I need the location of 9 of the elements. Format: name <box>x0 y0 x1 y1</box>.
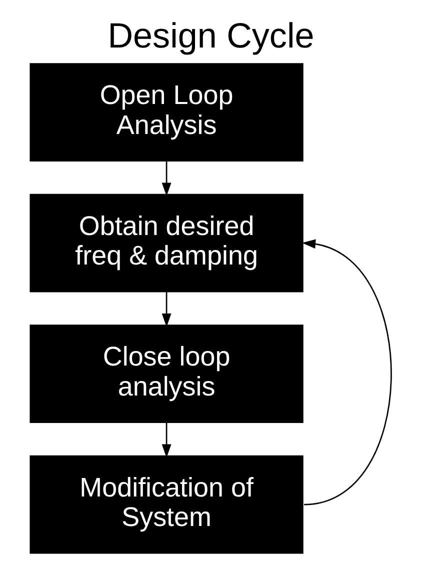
arrow <box>161 292 171 327</box>
node-box: Open Loop Analysis <box>29 63 303 162</box>
node-box: Close loop analysis <box>29 324 303 424</box>
arrow <box>302 239 392 506</box>
arrow <box>161 160 171 196</box>
arrow <box>161 422 171 458</box>
node-box: Obtain desired freq & damping <box>29 194 303 292</box>
diagram-title: Design Cycle <box>107 16 314 56</box>
node-box: Modification of System <box>29 455 303 554</box>
